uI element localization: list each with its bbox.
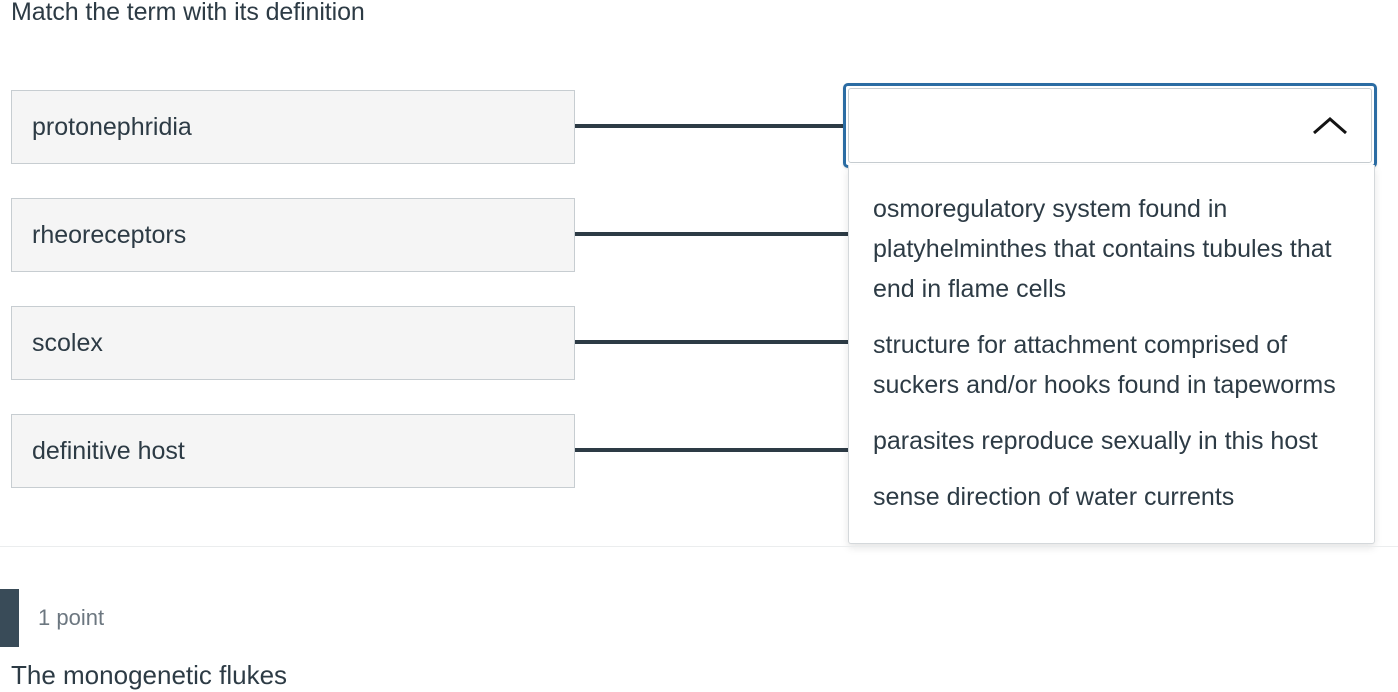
chevron-up-icon[interactable] — [1308, 111, 1352, 141]
definition-option-list: osmoregulatory system found in platyhelm… — [848, 165, 1375, 544]
option-item[interactable]: osmoregulatory system found in platyhelm… — [873, 195, 1332, 303]
option-item[interactable]: sense direction of water currents — [873, 483, 1235, 511]
connector-line-4 — [575, 448, 848, 452]
definition-select-control[interactable] — [843, 83, 1377, 168]
points-row: 1 point — [0, 589, 1398, 647]
term-box-rheoreceptors[interactable]: rheoreceptors — [11, 198, 575, 272]
definition-dropdown: osmoregulatory system found in platyhelm… — [843, 83, 1377, 544]
question-accent-bar — [0, 589, 19, 647]
term-list: protonephridia rheoreceptors scolex defi… — [11, 90, 575, 488]
select-inner-frame — [848, 88, 1372, 163]
term-label: scolex — [32, 329, 103, 357]
term-label: definitive host — [32, 437, 185, 465]
page-title: Match the term with its definition — [11, 0, 365, 26]
question-text: The monogenetic flukes — [11, 660, 288, 690]
matching-question-area: protonephridia rheoreceptors scolex defi… — [11, 83, 1377, 544]
option-item[interactable]: structure for attachment comprised of su… — [873, 331, 1336, 399]
connector-line-1 — [575, 124, 848, 128]
next-question-block: 1 point The monogenetic flukes — [0, 589, 1398, 690]
term-label: protonephridia — [32, 113, 192, 141]
select-selected-value — [870, 86, 1304, 165]
term-box-protonephridia[interactable]: protonephridia — [11, 90, 575, 164]
term-label: rheoreceptors — [32, 221, 187, 249]
option-item[interactable]: parasites reproduce sexually in this hos… — [873, 427, 1318, 455]
points-badge: 1 point — [38, 605, 105, 630]
section-divider — [0, 546, 1398, 547]
connector-line-3 — [575, 340, 848, 344]
term-box-definitive-host[interactable]: definitive host — [11, 414, 575, 488]
connector-line-2 — [575, 232, 848, 236]
term-box-scolex[interactable]: scolex — [11, 306, 575, 380]
